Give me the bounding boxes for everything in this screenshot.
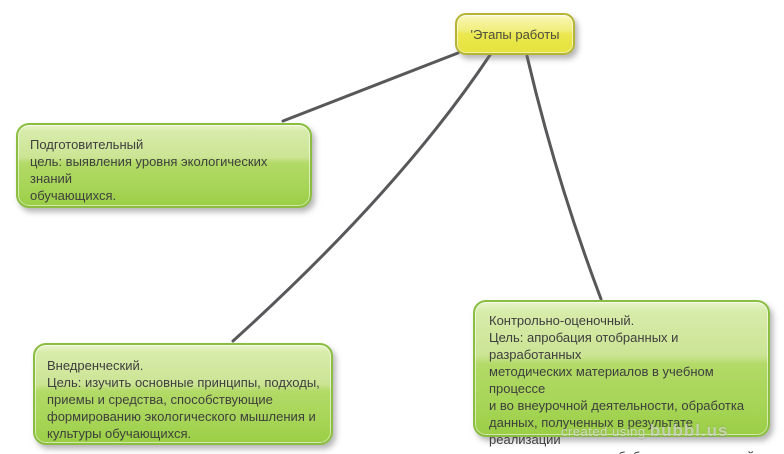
node-podgotovitelnyy[interactable]: Подготовительный цель: выявления уровня … [16,123,312,208]
node-vnedrencheskiy[interactable]: Внедренческий. Цель: изучить основные пр… [33,343,333,445]
node-vnedrencheskiy-label: Внедренческий. Цель: изучить основные пр… [47,358,320,441]
watermark-brand: bubbl.us [649,421,729,440]
node-podgotovitelnyy-label: Подготовительный цель: выявления уровня … [30,137,268,203]
node-root-etapy-raboty[interactable]: 'Этапы работы [455,13,575,55]
watermark: created using bubbl.us [561,421,729,441]
node-kontrolno-otsenochnyy[interactable]: Контрольно-оценочный. Цель: апробация от… [473,300,770,454]
connector-root-to-kontrolno-otsenochnyy [525,54,603,301]
watermark-prefix: created using [561,424,646,439]
node-root-label: 'Этапы работы [470,26,560,42]
connector-root-to-podgotovitelnyy [281,51,460,123]
connector-root-to-vnedrencheskiy [231,53,492,343]
node-kontrolno-otsenochnyy-label: Контрольно-оценочный. Цель: апробация от… [489,313,754,454]
